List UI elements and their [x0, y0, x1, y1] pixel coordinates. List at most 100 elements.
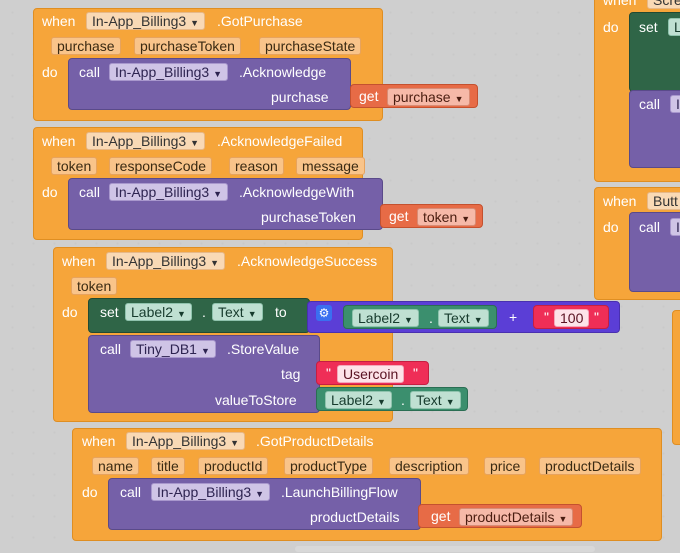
arg-label-value-to-store: valueToStore: [215, 392, 297, 408]
component-dropdown[interactable]: I: [670, 218, 680, 236]
component-dropdown[interactable]: Label2▼: [352, 309, 419, 327]
call-label: call: [79, 64, 101, 80]
param-reason[interactable]: reason: [229, 157, 284, 175]
do-label: do: [42, 64, 58, 80]
text-block-100[interactable]: " 100 ": [533, 305, 609, 329]
param-response-code[interactable]: responseCode: [109, 157, 213, 175]
property-dropdown[interactable]: Text▼: [212, 303, 263, 321]
when-label: when: [62, 253, 96, 269]
variable-dropdown[interactable]: token▼: [417, 208, 477, 226]
chevron-down-icon: ▼: [210, 258, 220, 268]
param-purchase-token[interactable]: purchaseToken: [134, 37, 241, 55]
call-block-acknowledge-with[interactable]: call In-App_Billing3▼ .AcknowledgeWith p…: [68, 178, 383, 230]
dot-separator: .: [429, 310, 433, 326]
chevron-down-icon: ▼: [177, 309, 186, 319]
call-label: call: [79, 184, 101, 200]
chevron-down-icon: ▼: [558, 514, 568, 524]
component-dropdown[interactable]: Butt: [647, 192, 680, 210]
arg-label-purchase: purchase: [271, 89, 329, 105]
arg-label-purchase-token: purchaseToken: [261, 209, 356, 225]
horizontal-scrollbar[interactable]: [295, 546, 595, 552]
gear-icon[interactable]: ⚙: [316, 305, 332, 321]
variable-dropdown[interactable]: productDetails▼: [459, 508, 574, 526]
chevron-down-icon: ▼: [213, 189, 223, 199]
param-product-details[interactable]: productDetails: [539, 457, 641, 475]
number-value[interactable]: 100: [554, 309, 590, 327]
event-name: .GotProductDetails: [256, 433, 374, 449]
getter-label2-text[interactable]: Label2▼ . Text▼: [343, 305, 497, 329]
component-dropdown[interactable]: Label2▼: [325, 391, 392, 409]
component-dropdown[interactable]: Tiny_DB1▼: [130, 340, 216, 358]
component-dropdown[interactable]: In-App_Billing3▼: [106, 252, 226, 270]
component-dropdown[interactable]: L: [668, 18, 680, 36]
to-label: to: [275, 304, 287, 320]
event-name: .AcknowledgeFailed: [217, 133, 343, 149]
call-block-partial-1[interactable]: call I: [629, 90, 680, 168]
chevron-down-icon: ▼: [213, 69, 223, 79]
get-block-product-details[interactable]: get productDetails▼: [418, 504, 582, 528]
param-token[interactable]: token: [51, 157, 98, 175]
text-value[interactable]: Usercoin: [337, 365, 405, 383]
call-block-acknowledge[interactable]: call In-App_Billing3▼ .Acknowledge purch…: [68, 58, 351, 110]
quote-close: ": [594, 309, 599, 325]
call-block-partial-2[interactable]: call I: [629, 212, 680, 292]
component-dropdown[interactable]: In-App_Billing3▼: [109, 183, 229, 201]
chevron-down-icon: ▼: [454, 94, 464, 104]
when-label: when: [42, 13, 76, 29]
method-name: .LaunchBillingFlow: [281, 484, 398, 500]
when-label: when: [603, 0, 637, 8]
quote-close: ": [413, 365, 418, 381]
chevron-down-icon: ▼: [230, 438, 240, 448]
do-label: do: [603, 219, 619, 235]
param-message[interactable]: message: [296, 157, 365, 175]
property-dropdown[interactable]: Text▼: [410, 391, 461, 409]
arg-label-product-details: productDetails: [310, 509, 400, 525]
param-name[interactable]: name: [92, 457, 140, 475]
component-dropdown[interactable]: Label2▼: [125, 303, 192, 321]
param-title[interactable]: title: [151, 457, 185, 475]
dot-separator: .: [401, 392, 405, 408]
get-block-token[interactable]: get token▼: [380, 204, 483, 228]
set-block-partial[interactable]: set L: [629, 12, 680, 92]
set-block-label2-text[interactable]: set Label2▼ . Text▼ to: [88, 298, 310, 333]
param-token[interactable]: token: [71, 277, 118, 295]
chevron-down-icon: ▼: [377, 397, 386, 407]
component-dropdown[interactable]: In-App_Billing3▼: [86, 12, 206, 30]
chevron-down-icon: ▼: [200, 346, 210, 356]
variable-dropdown[interactable]: purchase▼: [387, 88, 470, 106]
param-purchase[interactable]: purchase: [51, 37, 121, 55]
dot-separator: .: [202, 304, 206, 320]
method-name: .AcknowledgeWith: [239, 184, 355, 200]
chevron-down-icon: ▼: [445, 397, 455, 407]
param-product-type[interactable]: productType: [284, 457, 374, 475]
param-product-id[interactable]: productId: [198, 457, 269, 475]
component-dropdown[interactable]: I: [670, 95, 680, 113]
arg-label-tag: tag: [281, 366, 301, 382]
plus-operator: +: [509, 309, 518, 325]
method-name: .Acknowledge: [239, 64, 327, 80]
quote-open: ": [544, 309, 549, 325]
set-label: set: [100, 304, 119, 320]
get-block-purchase[interactable]: get purchase▼: [350, 84, 478, 108]
event-block-partial-3[interactable]: [672, 310, 680, 445]
event-name: .GotPurchase: [217, 13, 303, 29]
chevron-down-icon: ▼: [473, 315, 483, 325]
param-purchase-state[interactable]: purchaseState: [259, 37, 362, 55]
do-label: do: [82, 484, 98, 500]
param-price[interactable]: price: [484, 457, 527, 475]
component-dropdown[interactable]: In-App_Billing3▼: [151, 483, 271, 501]
component-dropdown[interactable]: In-App_Billing3▼: [109, 63, 229, 81]
getter-label2-text-store[interactable]: Label2▼ . Text▼: [316, 387, 468, 411]
param-description[interactable]: description: [389, 457, 469, 475]
property-dropdown[interactable]: Text▼: [438, 309, 489, 327]
call-block-launch-billing-flow[interactable]: call In-App_Billing3▼ .LaunchBillingFlow…: [108, 478, 421, 530]
component-dropdown[interactable]: Scre: [647, 0, 680, 9]
call-block-store-value[interactable]: call Tiny_DB1▼ .StoreValue tag valueToSt…: [88, 335, 320, 413]
chevron-down-icon: ▼: [404, 315, 413, 325]
component-dropdown[interactable]: In-App_Billing3▼: [126, 432, 246, 450]
when-label: when: [42, 133, 76, 149]
get-label: get: [431, 508, 451, 524]
text-block-usercoin[interactable]: " Usercoin ": [316, 361, 429, 385]
component-dropdown[interactable]: In-App_Billing3▼: [86, 132, 206, 150]
get-label: get: [359, 88, 379, 104]
